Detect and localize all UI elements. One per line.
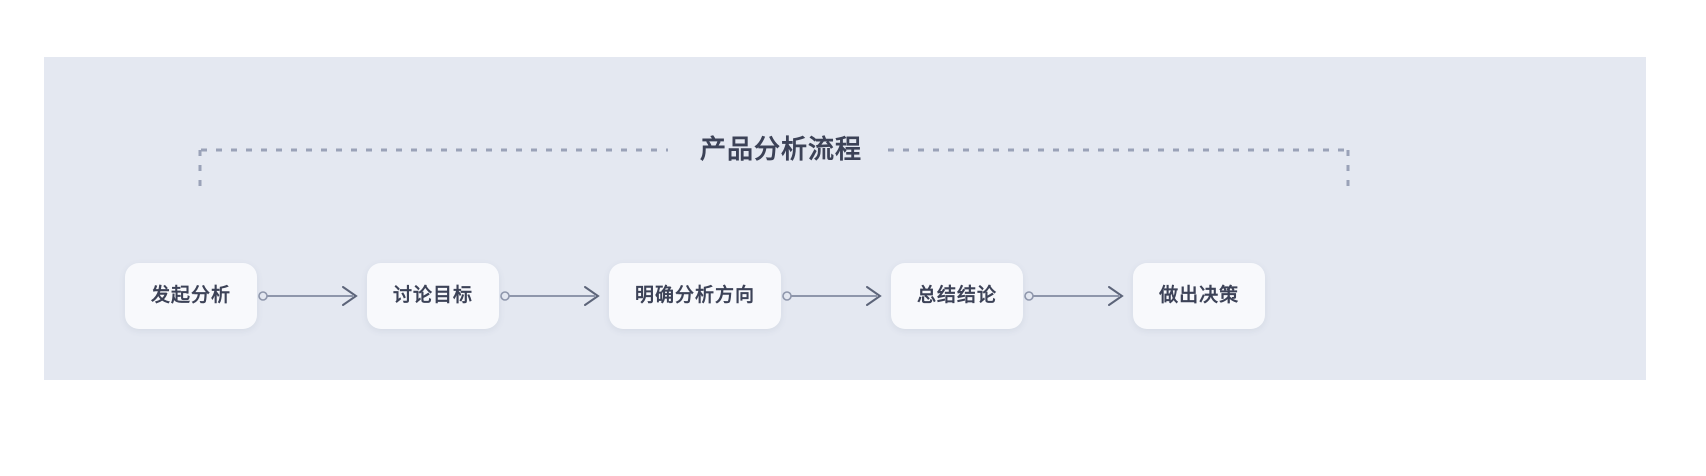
- flow-node-3[interactable]: 明确分析方向: [609, 263, 782, 329]
- flow-node-label: 讨论目标: [393, 285, 474, 306]
- flow-node-label: 明确分析方向: [635, 285, 756, 306]
- flow-node-4[interactable]: 总结结论: [891, 263, 1024, 329]
- flow-steps-row: 发起分析 讨论目标 明确分析方向 总结结论: [125, 263, 1266, 329]
- diagram-title: 产品分析流程: [699, 134, 862, 164]
- connector-arrow-1: [258, 286, 358, 306]
- connector-arrow-3: [782, 286, 882, 306]
- connector-arrow-2: [500, 286, 600, 306]
- flow-node-1[interactable]: 发起分析: [125, 263, 258, 329]
- flow-node-5[interactable]: 做出决策: [1133, 263, 1266, 329]
- flow-node-label: 总结结论: [917, 285, 998, 306]
- diagram-background-panel: [44, 57, 1646, 380]
- flow-node-2[interactable]: 讨论目标: [367, 263, 500, 329]
- flow-node-label: 做出决策: [1159, 285, 1240, 306]
- flow-node-label: 发起分析: [151, 285, 232, 306]
- connector-arrow-4: [1024, 286, 1124, 306]
